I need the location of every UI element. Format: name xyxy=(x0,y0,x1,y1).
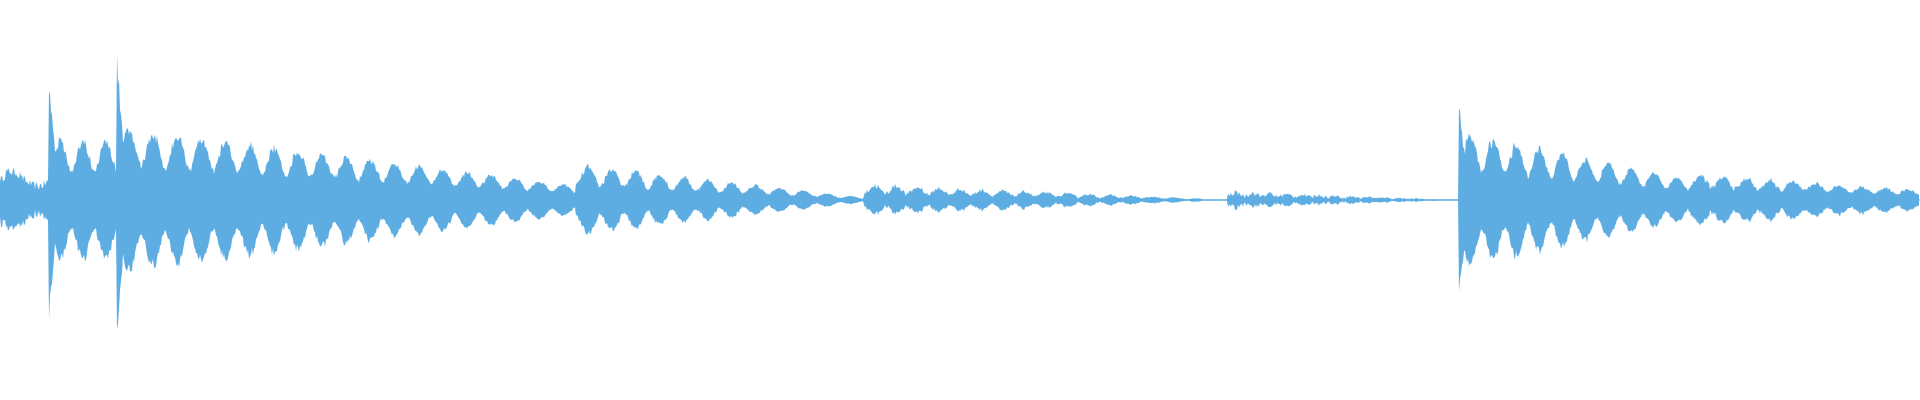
waveform-shape xyxy=(0,52,1919,330)
